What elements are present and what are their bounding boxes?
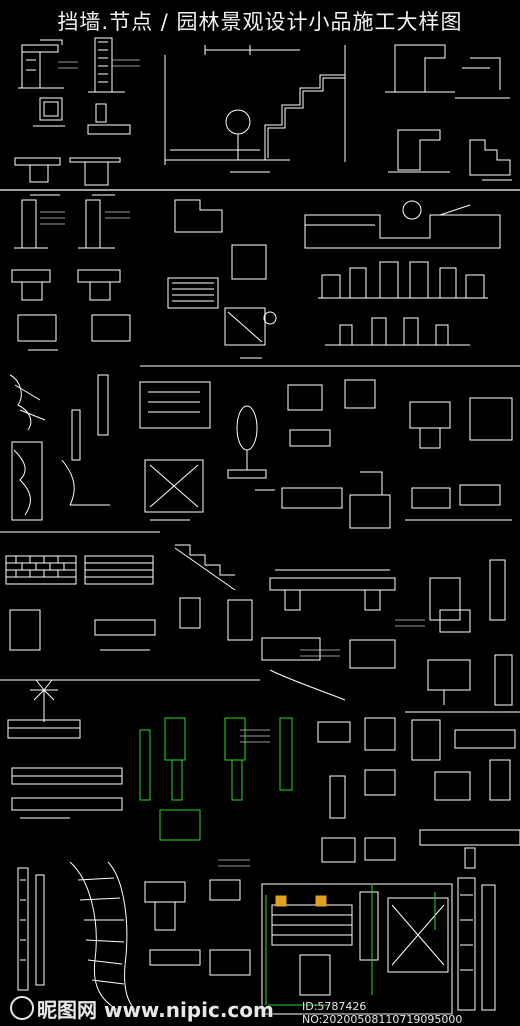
sheet-title: 挡墙.节点 / 园林景观设计小品施工大样图: [57, 10, 463, 34]
bench-and-wall-details: [144, 879, 251, 976]
stepped-wall-elevation: [164, 45, 346, 173]
wall-section-right-b: [388, 129, 512, 181]
curved-paving-plan: [69, 861, 136, 1011]
pond-edge-details: [405, 397, 513, 521]
wall-section-right-a: [385, 44, 510, 99]
retaining-wall-detail-a: [18, 39, 65, 127]
stair-section: [174, 544, 253, 641]
paving-and-edge-sections: [281, 379, 391, 529]
handrail-and-edge-details: [405, 711, 520, 869]
green-highlighted-sections: [139, 717, 293, 841]
coping-and-post-details: [317, 717, 396, 863]
step-and-railing-details: [167, 199, 277, 359]
planter-edge-section: [14, 157, 121, 196]
watermark-logo-icon: [10, 996, 34, 1020]
watermark-id: ID:5787426 NO:20200508110719095000: [302, 1000, 463, 1026]
retaining-wall-detail-b: [87, 37, 131, 135]
brick-wall-elevation: [5, 555, 156, 651]
column-section-left: [17, 867, 45, 991]
wall-footing-details: [11, 199, 131, 351]
gate-pier-detail: [261, 883, 453, 1015]
post-and-footing-details: [427, 559, 513, 706]
palm-planter-elevation: [7, 679, 123, 819]
tree-planting-section: [227, 405, 275, 491]
pool-and-fountain-section: [304, 200, 501, 346]
watermark-brand: 昵图网 www.nipic.com: [10, 994, 274, 1023]
column-section-right: [457, 877, 496, 1011]
decorative-screen-elevation: [9, 374, 110, 521]
bridge-elevation: [261, 569, 396, 701]
stone-wall-section: [139, 381, 211, 521]
annotation-label-strokes: [40, 59, 425, 867]
green-annotation-marks: [265, 885, 436, 1006]
